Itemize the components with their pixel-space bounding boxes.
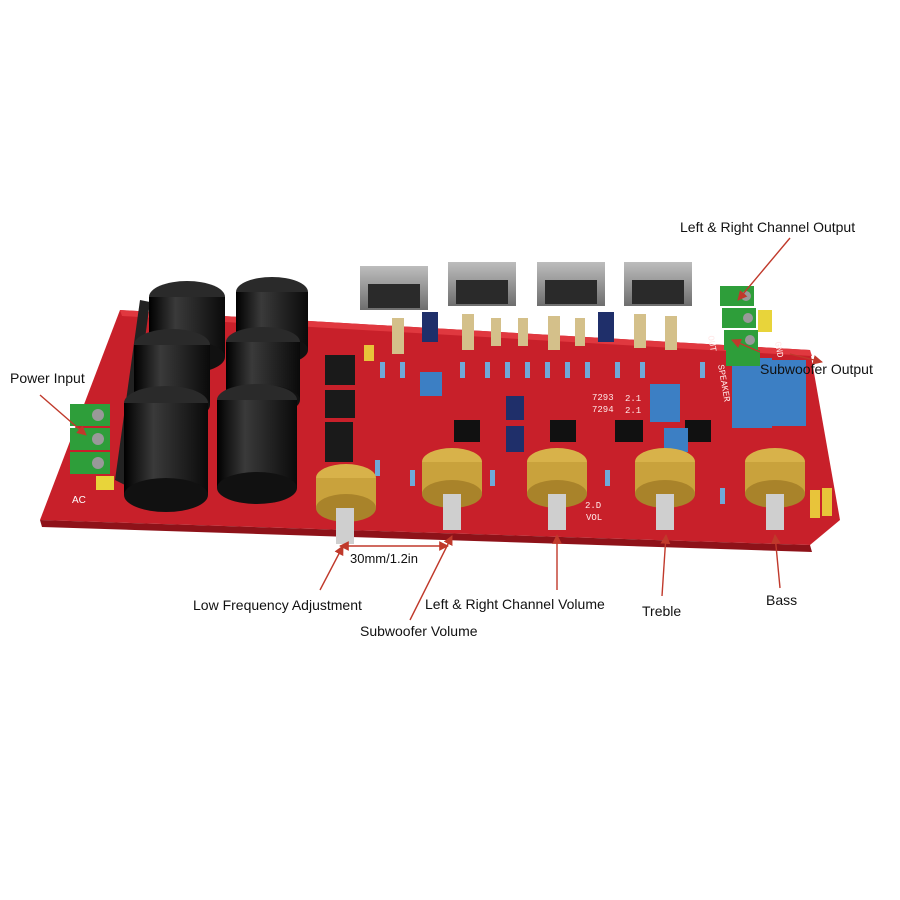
header-connectors: [325, 355, 355, 462]
arrow-subwoofer-volume: [409, 535, 453, 621]
silk-vol: VOL: [586, 513, 602, 523]
yellow-caps: [364, 345, 832, 518]
arrow-sub-output-right: [789, 353, 823, 365]
pot-treble: [635, 448, 695, 530]
pot-bass: [745, 448, 805, 530]
op-amp-ics: [454, 420, 711, 442]
annotation-arrows: [39, 237, 823, 621]
pot-low-frequency: [316, 464, 376, 544]
silk-model-b: 7294: [592, 405, 614, 415]
label-dimension: 30mm/1.2in: [350, 551, 418, 566]
label-subwoofer-volume: Subwoofer Volume: [360, 623, 478, 639]
silk-ch-a: 2.1: [625, 394, 641, 404]
resistors: [375, 362, 725, 504]
amp-chip: [624, 262, 692, 306]
arrow-bass: [770, 534, 781, 589]
label-low-frequency: Low Frequency Adjustment: [193, 597, 362, 613]
silk-gnd: GND: [772, 341, 785, 359]
small-capacitors: [392, 314, 677, 354]
filter-capacitors: [124, 277, 308, 512]
arrow-lr-output: [737, 237, 791, 301]
ac-board-label: AC: [72, 495, 86, 506]
film-capacitors: [420, 358, 806, 452]
potentiometers: [316, 448, 805, 544]
amp-chip: [448, 262, 516, 306]
blue-electrolytics: [422, 312, 614, 452]
capacitor: [124, 386, 208, 512]
label-bass: Bass: [766, 592, 798, 608]
label-sub-output: Subwoofer Output: [760, 361, 873, 377]
power-terminal-block: [70, 404, 114, 490]
arrow-power-input: [39, 394, 87, 436]
amp-chip: [360, 266, 428, 310]
silk-ch-b: 2.1: [625, 406, 641, 416]
pot-lr-volume: [527, 448, 587, 530]
amplifier-chips: [360, 262, 692, 310]
amp-chip: [537, 262, 605, 306]
label-lr-output: Left & Right Channel Output: [680, 219, 856, 235]
label-power-input: Power Input: [10, 370, 85, 386]
arrow-low-frequency: [319, 545, 344, 591]
silk-two-d: 2.D: [585, 501, 601, 511]
silk-model-a: 7293: [592, 393, 614, 403]
capacitor: [217, 384, 297, 504]
arrow-treble: [660, 534, 671, 597]
label-treble: Treble: [642, 603, 682, 619]
pot-subwoofer-volume: [422, 448, 482, 530]
silk-out: OUT: [705, 335, 718, 353]
label-lr-volume: Left & Right Channel Volume: [425, 596, 605, 612]
arrow-sub-output-left: [731, 338, 761, 353]
